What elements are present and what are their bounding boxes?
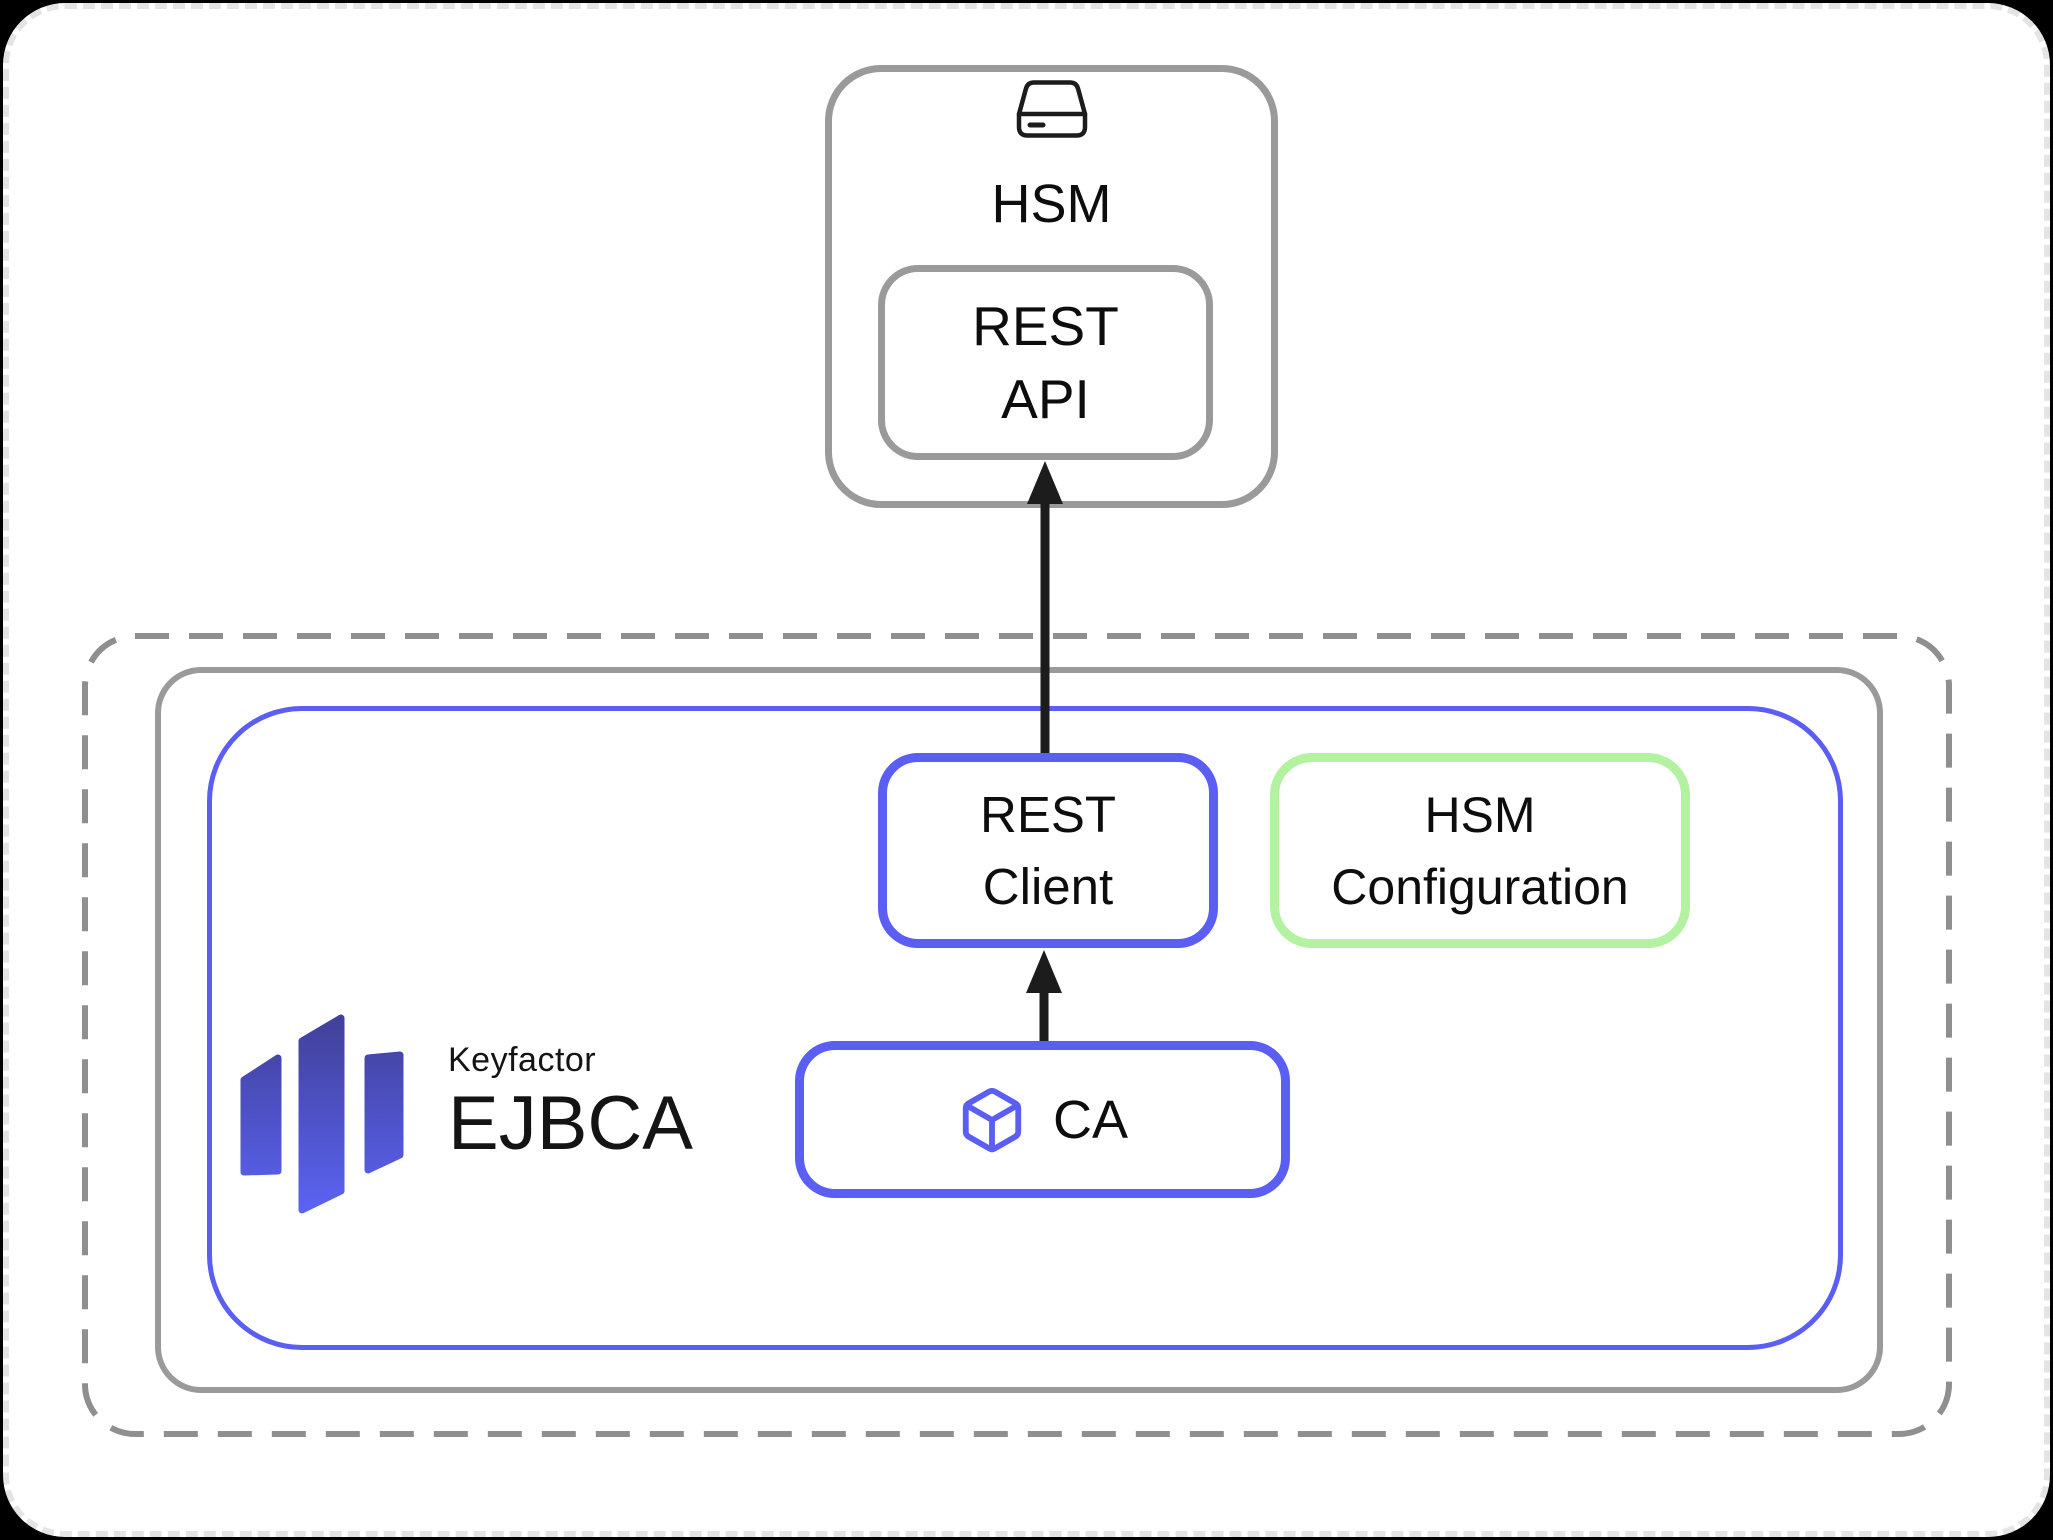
ca-label: CA bbox=[1052, 1089, 1128, 1150]
rest-api-box: REST API bbox=[878, 265, 1213, 460]
hard-drive-icon bbox=[1016, 80, 1087, 138]
cube-icon bbox=[962, 1087, 1022, 1152]
rest-api-label-line2: API bbox=[1001, 367, 1090, 430]
brand-product: EJBCA bbox=[448, 1081, 693, 1166]
hsm-configuration-box: HSM Configuration bbox=[1270, 753, 1690, 948]
rest-client-box: REST Client bbox=[878, 753, 1218, 948]
brand-lockup: Keyfactor EJBCA bbox=[448, 1040, 693, 1164]
ca-box: CA bbox=[795, 1041, 1290, 1198]
brand-name: Keyfactor bbox=[448, 1041, 597, 1079]
keyfactor-bars-icon bbox=[240, 1014, 404, 1214]
hsm-config-label-line2: Configuration bbox=[1331, 858, 1629, 915]
hsm-config-label-line1: HSM bbox=[1424, 786, 1536, 843]
rest-api-label-line1: REST bbox=[972, 294, 1119, 357]
hsm-box: HSM REST API bbox=[825, 65, 1278, 508]
rest-client-label-line2: Client bbox=[982, 857, 1114, 915]
rest-client-label-line1: REST bbox=[979, 785, 1117, 843]
hsm-label: HSM bbox=[991, 174, 1112, 234]
